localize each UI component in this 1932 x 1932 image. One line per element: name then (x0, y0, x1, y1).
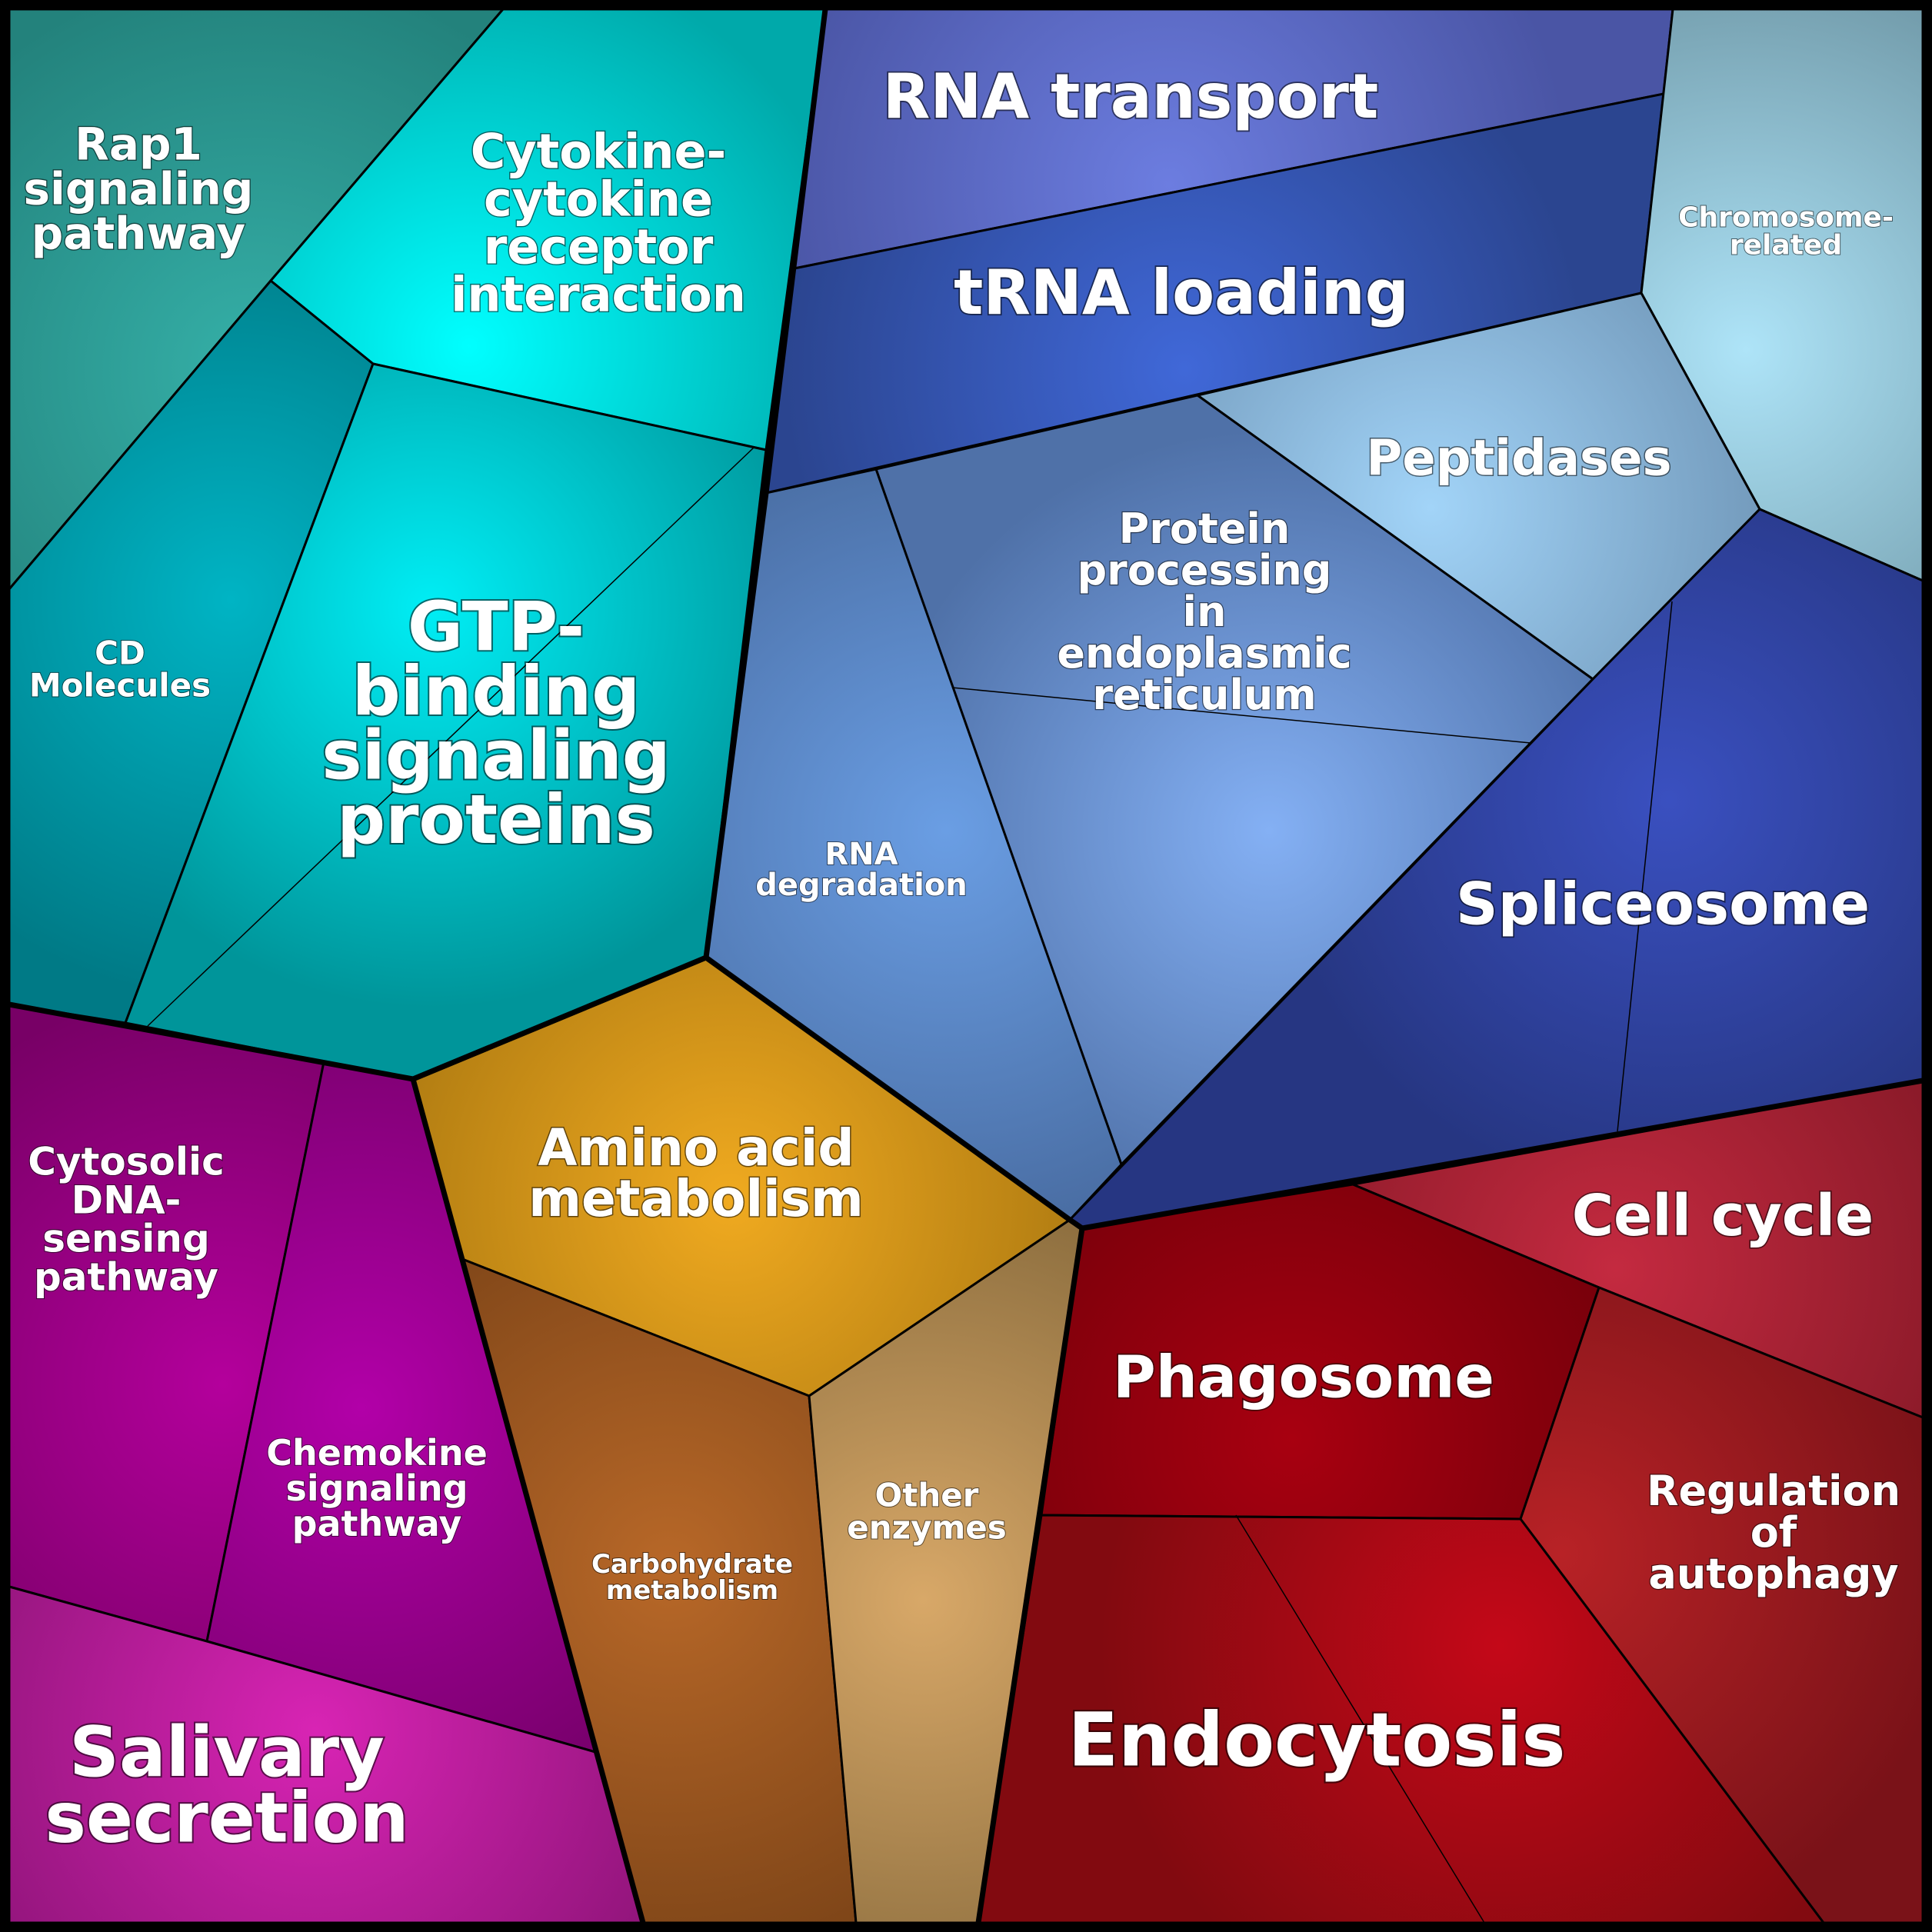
label-line: Salivary (69, 1712, 385, 1793)
label-line: signaling (321, 716, 671, 795)
label-line: Spliceosome (1456, 870, 1870, 938)
group-border (703, 8, 828, 958)
label-line: sensing (42, 1217, 210, 1261)
label-line: Cell cycle (1572, 1183, 1874, 1249)
label-line: metabolism (528, 1169, 864, 1228)
label-line: binding (352, 651, 641, 731)
label-line: RNA (824, 837, 898, 872)
label-line: Peptidases (1366, 430, 1671, 487)
label-line: Regulation (1647, 1467, 1900, 1515)
label-line: tRNA loading (954, 257, 1409, 328)
group-border (410, 1078, 646, 1924)
label-line: in (1183, 588, 1227, 636)
label-line: endoplasmic (1057, 629, 1351, 678)
protein-processing-subdivision (951, 687, 1531, 744)
label-line: signaling (285, 1467, 468, 1509)
label-line: Carbohydrate (591, 1549, 793, 1580)
label-line: pathway (34, 1255, 218, 1300)
endocytosis-subdivision (1235, 1514, 1485, 1924)
label-line: Endocytosis (1068, 1697, 1565, 1784)
label-line: Chemokine (266, 1432, 488, 1474)
label-line: Protein (1119, 505, 1291, 553)
label-line: metabolism (606, 1575, 778, 1606)
label-line: degradation (755, 868, 968, 903)
label-chromosome: Chromosome-related (1678, 202, 1894, 261)
label-peptidases: Peptidases (1366, 430, 1671, 487)
label-line: Cytokine- (471, 124, 727, 180)
label-line: pathway (32, 207, 245, 259)
label-cell-cycle: Cell cycle (1572, 1183, 1874, 1249)
label-line: Amino acid (538, 1118, 854, 1178)
label-line: receptor (484, 219, 714, 275)
label-line: CD (95, 635, 145, 672)
group-border (975, 1227, 1085, 1924)
label-line: cytokine (484, 172, 713, 228)
label-phagosome: Phagosome (1113, 1343, 1494, 1411)
label-line: Cytosolic (28, 1140, 225, 1184)
label-line: Other (875, 1477, 979, 1514)
label-line: related (1730, 230, 1842, 261)
spliceosome-subdivision (1617, 601, 1673, 1132)
label-line: Rap1 (75, 118, 202, 170)
label-line: secretion (45, 1777, 408, 1858)
label-line: Phagosome (1113, 1343, 1494, 1411)
label-spliceosome: Spliceosome (1456, 870, 1870, 938)
label-rna-transport: RNA transport (883, 61, 1379, 132)
label-line: GTP- (408, 587, 585, 666)
label-line: Molecules (29, 667, 211, 705)
label-line: proteins (337, 780, 655, 859)
label-line: pathway (292, 1503, 462, 1544)
label-line: autophagy (1648, 1550, 1898, 1598)
label-line: DNA- (72, 1178, 182, 1223)
group-border (704, 955, 1924, 1231)
gtp-subdivision (147, 447, 754, 1027)
label-line: processing (1078, 546, 1332, 595)
label-line: of (1750, 1508, 1797, 1557)
label-line: RNA transport (883, 61, 1379, 132)
label-line: enzymes (847, 1509, 1006, 1547)
label-line: signaling (24, 162, 254, 215)
label-line: interaction (451, 267, 746, 323)
label-endocytosis: Endocytosis (1068, 1697, 1565, 1784)
label-line: reticulum (1092, 671, 1316, 719)
label-trna-loading: tRNA loading (954, 257, 1409, 328)
label-line: Chromosome- (1678, 202, 1894, 234)
